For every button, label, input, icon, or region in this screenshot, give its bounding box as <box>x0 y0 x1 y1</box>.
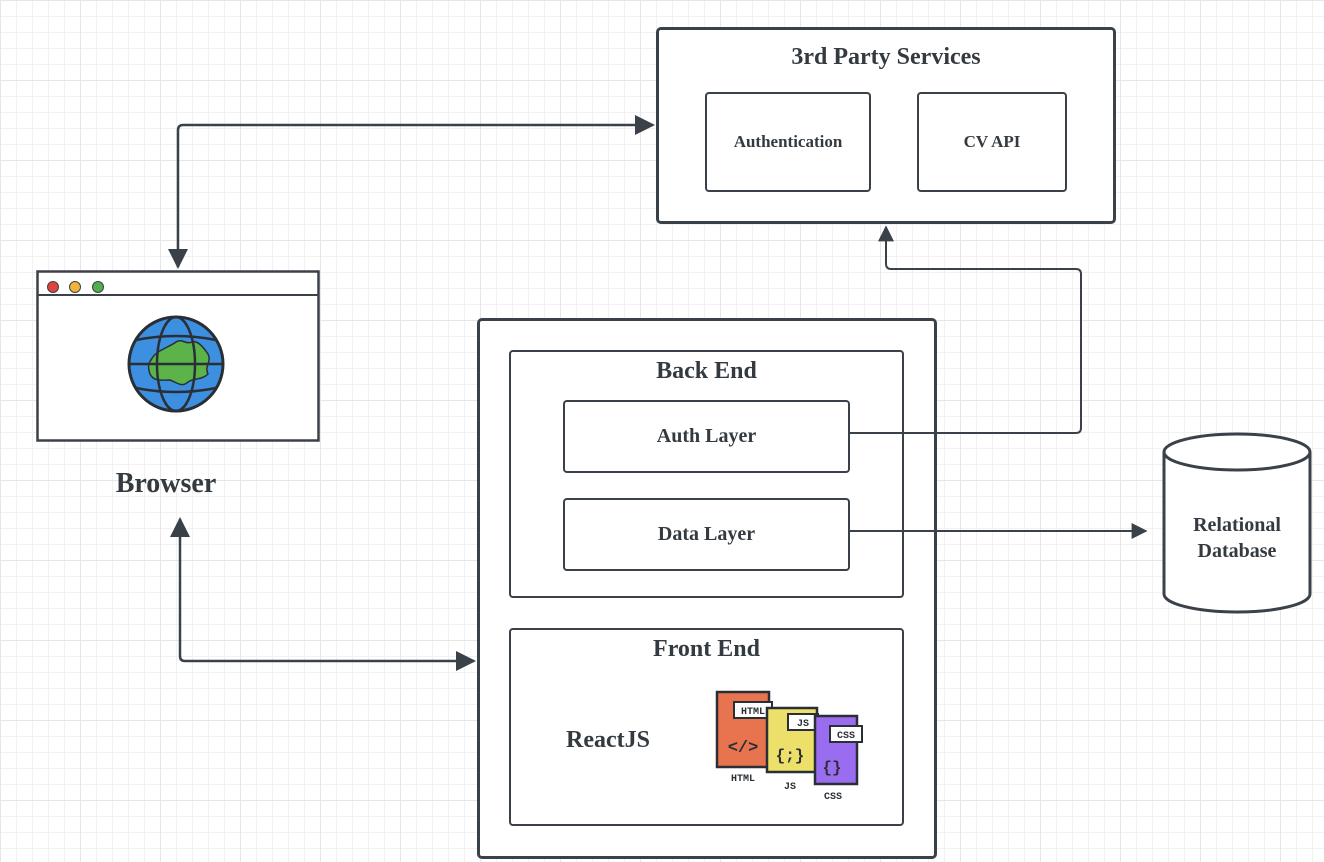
cv-api-box: CV API <box>917 92 1067 192</box>
js-file-icon: JS {;} JS <box>765 706 819 793</box>
browser-label: Browser <box>115 468 217 499</box>
globe-icon <box>127 315 225 413</box>
database-label-line-2: Database <box>1197 540 1277 562</box>
html-tag-text: HTML <box>741 707 765 718</box>
auth-layer-box: Auth Layer <box>563 400 850 473</box>
browser-window <box>36 270 320 442</box>
data-layer-label: Data Layer <box>657 523 756 545</box>
js-tag-text: JS <box>797 719 809 730</box>
html-caption-text: HTML <box>731 774 755 785</box>
html-glyph-text: </> <box>728 739 759 758</box>
css-glyph-text: {} <box>822 759 841 777</box>
authentication-label: Authentication <box>733 132 843 151</box>
browser-to-app-arrow <box>170 517 476 671</box>
css-tag-text: CSS <box>837 731 855 742</box>
back-end-title: Back End <box>656 358 757 384</box>
data-layer-box: Data Layer <box>563 498 850 571</box>
cv-api-label: CV API <box>963 132 1021 151</box>
auth-layer-label: Auth Layer <box>656 425 757 447</box>
css-file-icon: CSS {} CSS <box>813 714 863 803</box>
css-caption-text: CSS <box>824 792 842 803</box>
relational-database-cylinder: Relational Database <box>1160 430 1314 616</box>
window-maximize-dot-icon <box>92 281 104 293</box>
third-party-services-title: 3rd Party Services <box>791 44 981 70</box>
browser-to-third-party-arrow <box>168 115 655 269</box>
window-close-dot-icon <box>47 281 59 293</box>
database-label-line-1: Relational <box>1193 514 1281 536</box>
authentication-box: Authentication <box>705 92 871 192</box>
reactjs-label: ReactJS <box>566 727 650 753</box>
js-caption-text: JS <box>784 782 796 793</box>
front-end-title: Front End <box>653 636 760 662</box>
web-files-icon: HTML </> HTML JS {;} JS CSS {} CSS <box>712 688 872 806</box>
js-glyph-text: {;} <box>776 747 805 765</box>
window-minimize-dot-icon <box>69 281 81 293</box>
html-file-icon: HTML </> HTML <box>715 690 773 785</box>
